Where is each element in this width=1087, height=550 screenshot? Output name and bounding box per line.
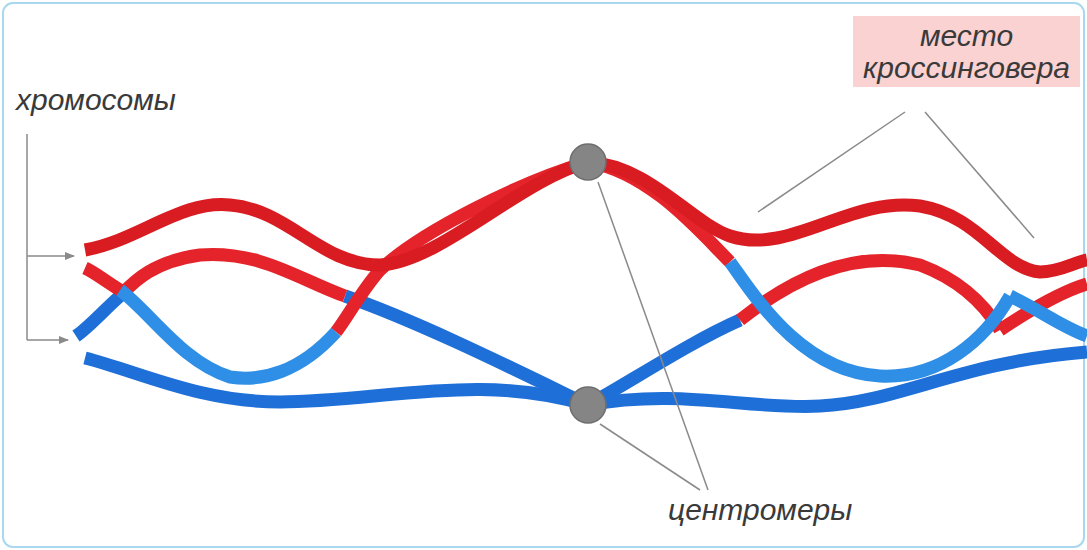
frame xyxy=(3,3,1084,547)
centromeres xyxy=(570,144,606,423)
part-label: хромосомы xyxy=(16,84,176,116)
callout-text: место кроссинговера xyxy=(863,20,1070,83)
part-label: центромеры xyxy=(668,494,852,526)
chromatids xyxy=(76,162,1087,406)
leader-lines xyxy=(598,112,1034,490)
pointer-arrows xyxy=(27,134,74,340)
callout-box: место кроссинговера xyxy=(853,16,1080,87)
